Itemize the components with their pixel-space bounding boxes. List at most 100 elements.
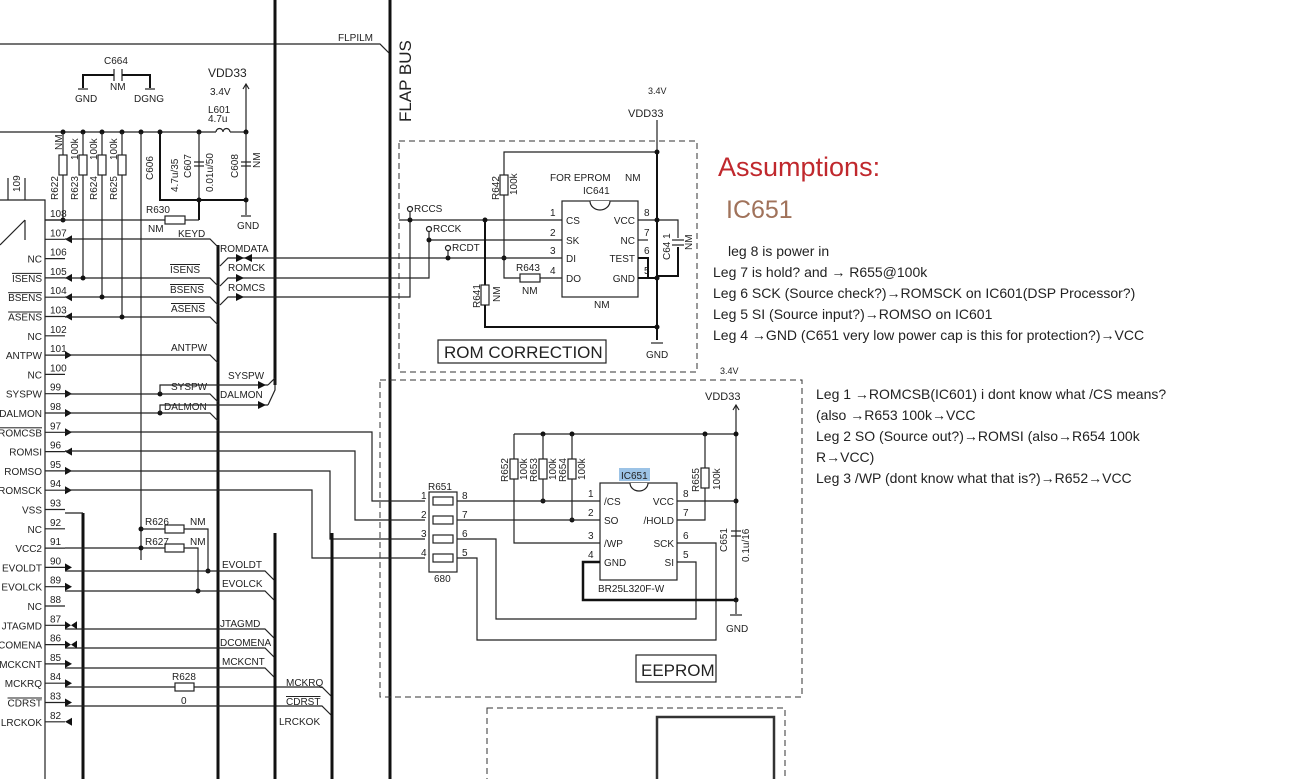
r651-array [428,491,458,573]
pin-name: GND [604,558,626,569]
r622-value: NM [54,134,65,150]
pin-name: SK [566,236,580,247]
arrow-bidir-icon [65,621,71,630]
pin-number: 89 [50,576,62,587]
c607-value: 0.01u/50 [205,153,216,192]
pin-name: ISENS [12,274,42,285]
r651-value: 680 [434,574,451,585]
r651-pin: 6 [462,529,468,540]
gnd-label: GND [237,221,259,232]
pin-name: VCC [653,497,674,508]
annotation-line: Leg 7 is hold? and → R655@100k [713,264,928,280]
vdd33-label: VDD33 [705,391,740,403]
c608-label: C608 [230,154,241,178]
r651-pin: 1 [421,491,427,502]
r628-label: R628 [172,672,196,683]
net-dcomena: DCOMENA [220,638,271,649]
pin-number: 84 [50,672,62,683]
r623-label: R623 [70,176,81,200]
pin-name: NC [621,236,635,247]
pin-name: ROMSCK [0,486,42,497]
pin-number: 7 [683,508,689,519]
r651-pin: 3 [421,529,427,540]
r641-label: R641 [472,284,483,308]
r643-value: NM [522,286,538,297]
signal-bus: ISENS ROMDATA ROMCK BSENS ROMCS ASENS AN… [65,220,448,779]
top-power-section: FLPILM FLAP BUS C664 NM GND DGNG VDD33 3… [0,0,415,779]
net-keyd: KEYD [178,229,205,240]
pin-number: 82 [50,711,62,722]
pin-name: GND [613,274,635,285]
net-evoldt: EVOLDT [222,560,262,571]
ic641-nm: NM [594,300,610,311]
r642-value: 100k [509,172,520,195]
gnd-label: GND [726,624,748,635]
net-cdrst: CDRST [286,697,320,708]
annotation-line: Leg 1 →ROMCSB(IC601) i dont know what /C… [816,386,1167,402]
c664-label: C664 [104,56,128,67]
r626-label: R626 [145,517,169,528]
pin-name: LRCKOK [1,718,42,729]
eeprom-label: EEPROM [641,661,715,680]
pin-number: 2 [550,228,556,239]
pin-number: 105 [50,267,67,278]
pin-number: 91 [50,537,62,548]
pin-number: 1 [588,489,594,500]
pin-number: 102 [50,325,67,336]
pin-number: 93 [50,499,62,510]
net-mckcnt: MCKCNT [222,657,265,668]
rom-correction-label: ROM CORRECTION [444,343,603,362]
ic641-label: IC641 [583,186,610,197]
ic651-part-number: BR25L320F-W [598,584,665,595]
net-syspw: SYSPW [171,382,208,393]
pin-number: 104 [50,286,67,297]
pin-number: 107 [50,228,67,239]
net-dalmon: DALMON [164,402,207,413]
pin-name: SI [665,558,674,569]
annotation-title: Assumptions: [718,152,881,182]
flap-bus-label: FLAP BUS [396,40,415,122]
r630-value: NM [148,224,164,235]
r655-label: R655 [691,468,702,492]
ic651-label: IC651 [621,471,648,482]
r628-value: 0 [181,696,187,707]
arrow-out-icon [65,563,72,572]
gnd-label: GND [75,94,97,105]
r622-label: R622 [50,176,61,200]
pin-number: 97 [50,421,62,432]
ic601-pin: 107 [45,228,72,244]
pin-number: 87 [50,614,62,625]
pin-109: 109 [12,175,23,192]
arrow-bidir-icon [65,640,71,649]
c641-label: C64 1 [662,233,673,260]
pin-name: EVOLCK [1,583,42,594]
pin-number: 88 [50,595,62,606]
pin-number: 99 [50,383,62,394]
annotation-line: Leg 4 →GND (C651 very low power cap is t… [713,327,1145,343]
pin-number: 3 [550,246,556,257]
r625-label: R625 [109,176,120,200]
ic651-highlight [619,468,650,481]
pin-number: 4 [550,266,556,277]
pin-name: ROMSI [9,448,42,459]
pin-name: CDRST [8,699,42,710]
r627-value: NM [190,537,206,548]
annotation-line: Leg 5 SI (Source input?)→ROMSO on IC601 [713,306,993,322]
pin-name: VSS [22,506,42,517]
r641-value: NM [492,286,503,302]
pin-number: 103 [50,306,67,317]
c607-label: C607 [183,154,194,178]
net-romcs: ROMCS [228,283,266,294]
annotation-line: Leg 3 /WP (dont know what that is?)→R652… [816,470,1132,486]
pin-number: 90 [50,556,62,567]
